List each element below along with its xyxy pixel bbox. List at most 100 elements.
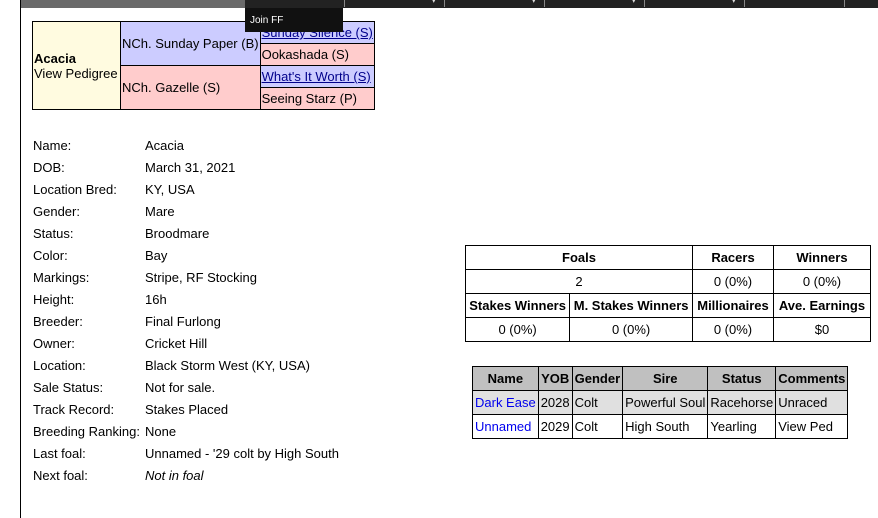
chevron-down-icon: ▾	[731, 0, 736, 5]
info-label: Height:	[33, 291, 75, 307]
info-label: Gender:	[33, 203, 80, 219]
horse-info-table: Name: Acacia DOB: March 31, 2021 Location …	[31, 134, 341, 486]
col-header-name: Name	[472, 366, 539, 391]
offspring-yob: 2029	[537, 414, 573, 439]
info-label: Name:	[33, 137, 72, 153]
info-value: Final Furlong	[145, 313, 221, 329]
info-value: March 31, 2021	[145, 159, 236, 175]
info-label: Owner:	[33, 335, 75, 351]
info-label: Location Bred:	[33, 181, 117, 197]
sire-dam-cell: Ookashada (S)	[259, 43, 375, 66]
offspring-name-cell: Unnamed	[472, 414, 539, 439]
racers-value: 0 (0%)	[692, 269, 774, 294]
info-label: Sale Status:	[33, 379, 104, 395]
table-row: Unnamed 2029 Colt High South Yearling Vi…	[472, 414, 849, 439]
info-value: Bay	[145, 247, 168, 263]
top-navbar: ▾ ▾ ▾ ▾	[245, 0, 878, 8]
info-value: Black Storm West (KY, USA)	[145, 357, 310, 373]
offspring-sire: Powerful Soul	[622, 390, 709, 415]
foals-header: Foals	[465, 245, 693, 270]
join-ff-button[interactable]: Join FF	[245, 8, 343, 32]
nav-menu-5[interactable]	[744, 0, 844, 7]
offspring-name-link[interactable]: Unnamed	[475, 419, 532, 434]
info-label: Location:	[33, 357, 86, 373]
ave-earnings-header: Ave. Earnings	[773, 293, 871, 318]
offspring-gender: Colt	[571, 390, 624, 415]
nav-menu-1[interactable]: ▾	[344, 0, 444, 7]
offspring-comments[interactable]: View Ped	[775, 414, 849, 439]
info-row: Next foal:Not in foal	[31, 464, 341, 486]
racers-header: Racers	[692, 245, 774, 270]
dam-dam-link[interactable]: Seeing Starz (P)	[261, 91, 357, 106]
info-label: DOB:	[33, 159, 65, 175]
col-header-yob: YOB	[537, 366, 573, 391]
info-row: Location Bred: KY, USA	[31, 178, 341, 200]
col-header-sire: Sire	[622, 366, 709, 391]
ave-earnings-value: $0	[773, 317, 871, 342]
breeding-stats-table: Foals Racers Winners 2 0 (0%) 0 (0%) Sta…	[464, 245, 871, 342]
info-row: Color: Bay	[31, 244, 341, 266]
info-row: DOB: March 31, 2021	[31, 156, 341, 178]
sire-cell: NCh. Sunday Paper (B)	[120, 21, 261, 66]
info-row: Gender: Mare	[31, 200, 341, 222]
nav-menu-6[interactable]	[844, 0, 878, 7]
info-value: Not in foal	[143, 464, 341, 486]
foals-value: 2	[465, 269, 693, 294]
info-row: Breeder: Final Furlong	[31, 310, 341, 332]
info-row: Sale Status:Not for sale.	[31, 376, 341, 398]
info-value: Cricket Hill	[145, 335, 208, 351]
info-row: Track Record:Stakes Placed	[31, 398, 341, 420]
chevron-down-icon: ▾	[431, 0, 436, 5]
offspring-status: Yearling	[707, 414, 777, 439]
info-label: Breeder:	[33, 313, 83, 329]
info-value: KY, USA	[145, 181, 195, 197]
info-label: Track Record:	[33, 401, 115, 417]
info-label: Breeding Ranking:	[33, 423, 140, 439]
dam-sire-cell: What's It Worth (S)	[259, 65, 375, 88]
info-label: Markings:	[33, 269, 90, 285]
info-value: Unnamed - '29 colt by High South	[145, 445, 339, 461]
millionaires-header: Millionaires	[692, 293, 774, 318]
offspring-gender: Colt	[571, 414, 624, 439]
horse-cell: Acacia View Pedigree	[32, 21, 121, 110]
millionaires-value: 0 (0%)	[692, 317, 774, 342]
info-row: Status:Broodmare	[31, 222, 341, 244]
offspring-name-link[interactable]: Dark Ease	[475, 395, 536, 410]
info-value: Acacia	[145, 137, 185, 153]
winners-value: 0 (0%)	[773, 269, 871, 294]
nav-menu-3[interactable]: ▾	[544, 0, 644, 7]
dam-cell: NCh. Gazelle (S)	[120, 65, 261, 110]
offspring-comments: Unraced	[775, 390, 849, 415]
view-pedigree-link[interactable]: View Pedigree	[34, 65, 118, 81]
chevron-down-icon: ▾	[531, 0, 536, 5]
col-header-comments: Comments	[775, 366, 849, 391]
info-value: Stripe, RF Stocking	[145, 269, 257, 285]
dam-sire-link[interactable]: What's It Worth (S)	[261, 69, 371, 84]
info-value: Broodmare	[145, 225, 210, 241]
nav-menu-2[interactable]: ▾	[444, 0, 544, 7]
m-stakes-winners-value: 0 (0%)	[569, 317, 693, 342]
site-banner-image	[21, 0, 245, 8]
chevron-down-icon: ▾	[631, 0, 636, 5]
stakes-winners-header: Stakes Winners	[464, 293, 571, 318]
next-foal-value: Not in foal	[145, 467, 204, 483]
info-row: Last foal:Unnamed - '29 colt by High Sou…	[31, 442, 341, 464]
offspring-name-cell: Dark Ease	[472, 390, 539, 415]
info-row: Location: Black Storm West (KY, USA)	[31, 354, 341, 376]
info-row: Height:16h	[31, 288, 341, 310]
info-row: Breeding Ranking: None	[31, 420, 341, 442]
sire-dam-link[interactable]: Ookashada (S)	[261, 47, 350, 62]
col-header-gender: Gender	[571, 366, 624, 391]
sire-link[interactable]: NCh. Sunday Paper (B)	[122, 36, 259, 51]
info-label: Color:	[33, 247, 68, 263]
offspring-sire: High South	[622, 414, 709, 439]
stakes-winners-value: 0 (0%)	[464, 317, 571, 342]
offspring-status: Racehorse	[707, 390, 777, 415]
info-value: Mare	[145, 203, 175, 219]
nav-menu-4[interactable]: ▾	[644, 0, 744, 7]
info-value: None	[145, 423, 177, 439]
offspring-table: Name YOB Gender Sire Status Comments Dar…	[472, 366, 849, 439]
dam-dam-cell: Seeing Starz (P)	[259, 87, 375, 110]
dam-link[interactable]: NCh. Gazelle (S)	[122, 80, 221, 95]
info-row: Markings: Stripe, RF Stocking	[31, 266, 341, 288]
